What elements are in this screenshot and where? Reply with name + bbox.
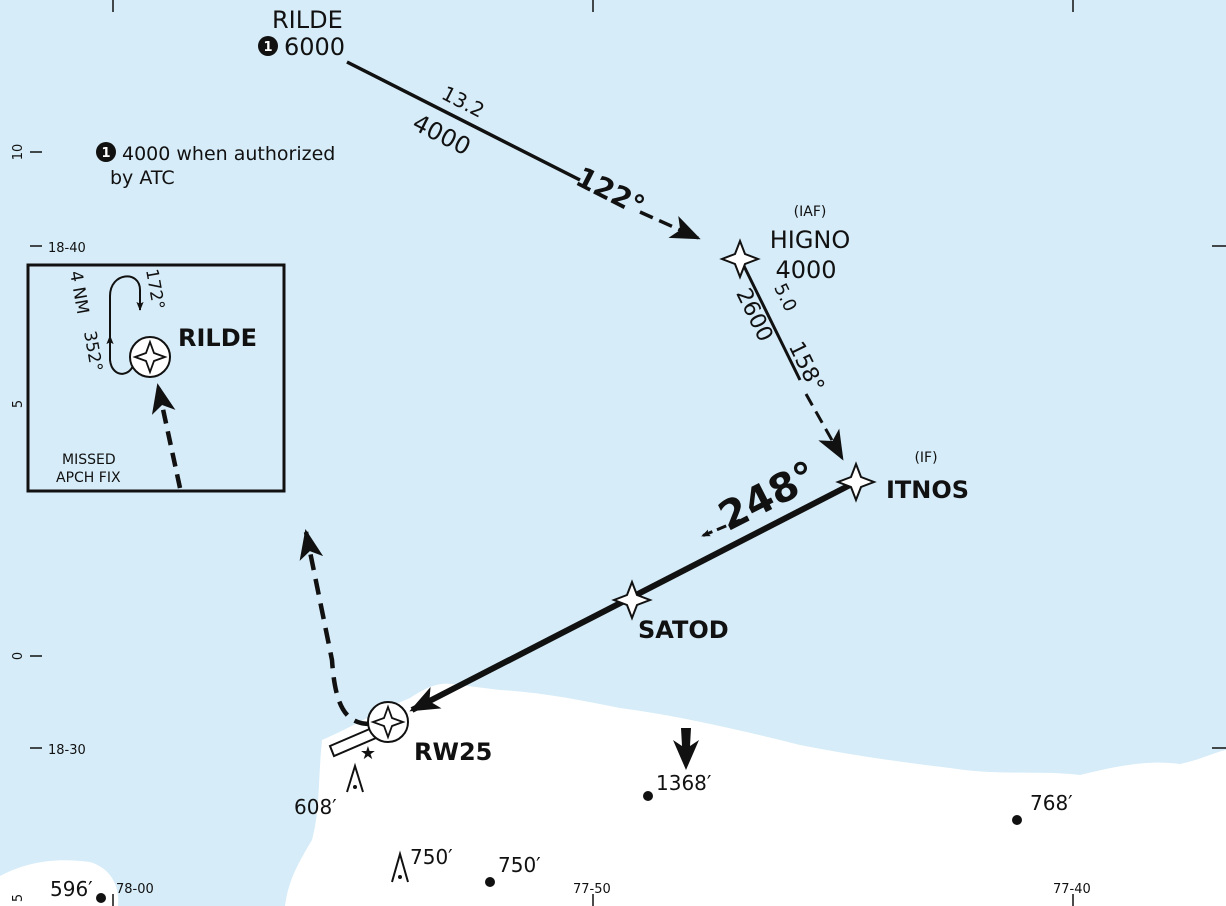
spot-elevation-dot [1012,815,1022,825]
lon-label-77-40: 77-40 [1053,882,1091,897]
higno-fix-label: HIGNO [770,226,851,254]
rilde-note-marker: 1 [258,36,278,56]
lon-label-78-00: 78-00 [116,882,154,897]
spot-elevation-750-obstacle: 750′ [410,845,453,869]
lat-label-18-40: 18-40 [48,241,86,256]
spot-elevation-dot [643,791,653,801]
highest-elevation-arrow-icon [673,728,699,770]
obstacle-icon [391,850,409,883]
obstacle-icon [346,762,364,793]
missed-approach-path [299,529,371,727]
land-area [285,683,1226,906]
missed-approach-inbound [151,383,183,489]
lat-label-18-30: 18-30 [48,743,86,758]
scale-label-0: 0 [11,652,26,660]
spot-elevation-750: 750′ [498,853,541,877]
rilde-altitude: 6000 [284,33,345,61]
spot-elevation-dot [96,893,106,903]
rilde-fix-label: RILDE [272,6,343,34]
inset-label-line-2: APCH FIX [56,470,121,486]
holding-pattern [109,275,141,375]
graticule-ticks [30,0,1226,906]
islet [1156,764,1184,776]
itnos-fix-label: ITNOS [886,476,969,504]
leg-higno-itnos [740,261,802,381]
lon-label-77-50: 77-50 [573,882,611,897]
inset-rilde-fix-icon [129,336,171,378]
spot-elevation-dot [485,877,495,887]
scale-label-5: 5 [11,400,26,408]
itnos-fix-icon [835,461,877,503]
scale-label-5-bottom: 5 [11,894,26,902]
spot-elevation-608: 608′ [294,795,337,819]
spot-elevation-596: 596′ [50,877,93,901]
leg-rilde-higno-arrow [639,210,701,240]
svg-text:1: 1 [101,146,110,161]
satod-fix-label: SATOD [638,616,729,644]
note-line-2: by ATC [110,167,175,189]
higno-fix-icon [719,238,761,280]
inset-fix-label: RILDE [178,324,257,352]
land-area-southwest [0,860,119,906]
svg-text:1: 1 [263,40,272,55]
final-course-arrow [701,518,741,538]
itnos-role: (IF) [914,450,937,466]
spot-elevation-1368: 1368′ [656,771,712,795]
islet [1200,757,1220,767]
spot-elevation-768: 768′ [1030,791,1073,815]
airport-star-icon: ★ [360,743,376,764]
higno-altitude: 4000 [775,256,836,284]
leg-higno-itnos-arrow [804,393,844,461]
scale-label-10: 10 [11,144,26,161]
note-line-1: 4000 when authorized [122,143,335,165]
satod-fix-icon [611,579,653,621]
higno-role: (IAF) [794,204,827,220]
leg-rilde-higno [346,60,581,182]
rw25-fix-icon [367,701,409,743]
missed-approach-inset [26,263,286,493]
rw25-label: RW25 [414,738,492,766]
inset-label-line-1: MISSED [62,452,116,468]
note-marker: 1 [96,142,116,162]
